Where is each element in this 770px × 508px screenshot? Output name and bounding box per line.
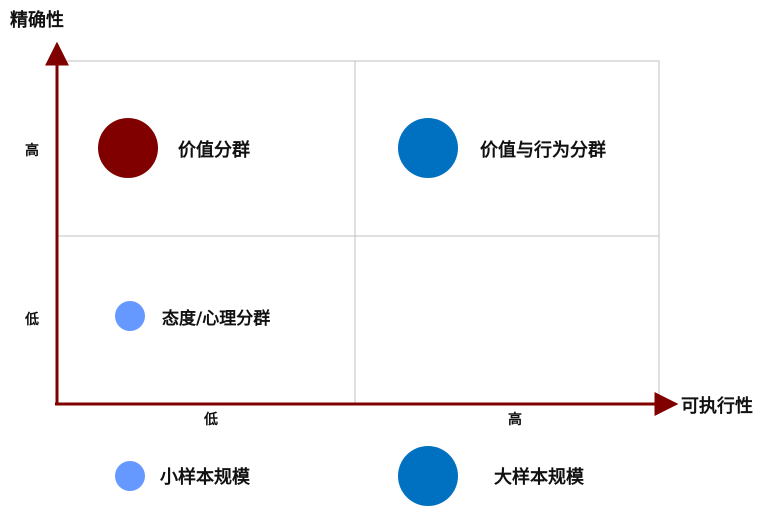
x-tick-high: 高 [508, 412, 522, 428]
y-axis-title: 精确性 [10, 10, 64, 31]
x-tick-low: 低 [204, 412, 218, 428]
legend-large-sample-label: 大样本规模 [494, 467, 584, 488]
label-value-behavior-segmentation: 价值与行为分群 [480, 140, 606, 161]
legend-small-sample-label: 小样本规模 [160, 467, 250, 488]
x-axis-title: 可执行性 [681, 396, 753, 417]
bubble-attitude-segmentation [115, 301, 145, 331]
grid-frame [56, 60, 660, 405]
bubble-value-segmentation [98, 118, 158, 178]
label-attitude-segmentation: 态度/心理分群 [162, 309, 271, 329]
bubble-value-behavior-segmentation [398, 118, 458, 178]
legend-large-sample-dot [398, 446, 458, 506]
label-value-segmentation: 价值分群 [178, 140, 250, 161]
legend-small-sample-dot [115, 461, 145, 491]
y-tick-high: 高 [25, 143, 39, 159]
y-tick-low: 低 [25, 312, 39, 328]
